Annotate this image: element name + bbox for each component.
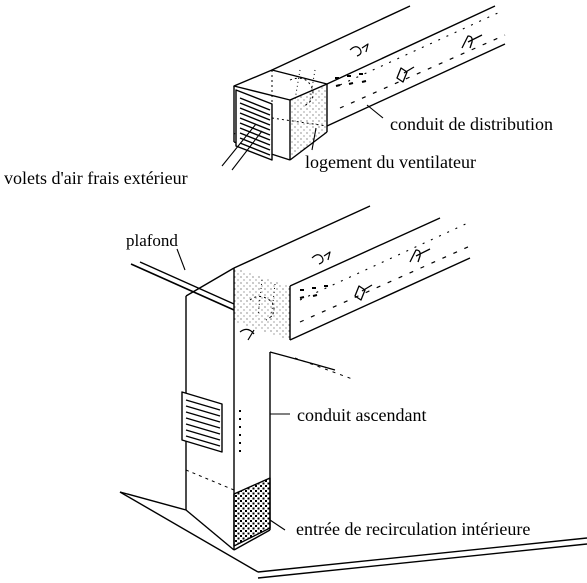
floor-slab — [119, 491, 587, 579]
label-recirculation-inlet: entrée de recirculation intérieure — [296, 519, 531, 539]
label-riser-duct: conduit ascendant — [297, 405, 427, 425]
fan-housing-box-top — [233, 69, 328, 161]
riser-louver — [181, 391, 223, 453]
label-outdoor-air-dampers: volets d'air frais extérieur — [4, 168, 188, 188]
label-distribution-duct: conduit de distribution — [390, 114, 553, 134]
distribution-duct-bottom — [233, 205, 471, 341]
leaders-top — [221, 104, 384, 171]
distribution-duct-top — [271, 5, 506, 127]
label-fan-housing: logement du ventilateur — [305, 152, 476, 172]
label-ceiling: plafond — [126, 231, 178, 250]
fan-housing-box-bottom — [233, 268, 291, 341]
ceiling-plane — [130, 261, 356, 381]
leaders-bottom — [176, 248, 290, 531]
recirculation-grille — [233, 477, 271, 547]
bottom-duct-assembly — [119, 205, 587, 579]
outdoor-air-dampers-top — [235, 89, 273, 161]
top-duct-assembly — [221, 5, 506, 171]
